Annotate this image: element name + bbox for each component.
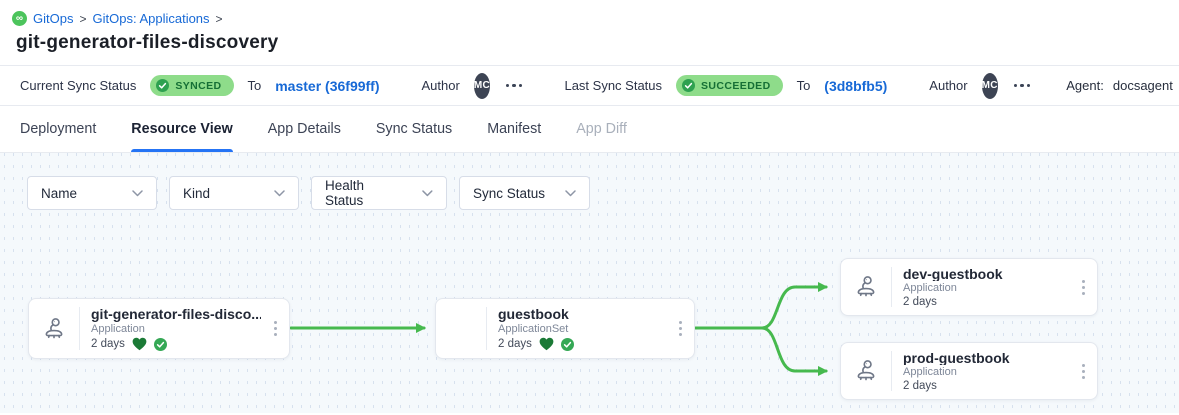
chevron-down-icon (274, 189, 285, 196)
node-age: 2 days (91, 338, 125, 350)
application-icon (841, 259, 891, 315)
agent-info: Agent: docsagent (1066, 78, 1173, 93)
node-dev-guestbook[interactable]: dev-guestbook Application 2 days (840, 258, 1098, 316)
current-more-options-button[interactable] (504, 80, 525, 92)
edge-guestbook-to-dev (694, 281, 829, 330)
tab-sync-status[interactable]: Sync Status (375, 121, 453, 137)
node-guestbook[interactable]: guestbook ApplicationSet 2 days (435, 298, 695, 359)
node-age: 2 days (903, 296, 937, 308)
current-revision-link[interactable]: master (36f99ff) (275, 77, 380, 94)
check-circle-icon (156, 79, 170, 92)
breadcrumb-link-gitops[interactable]: GitOps (33, 11, 74, 26)
node-kind: ApplicationSet (498, 323, 569, 335)
node-divider (891, 267, 892, 307)
filter-kind-dropdown[interactable]: Kind (169, 176, 299, 210)
current-author-label: Author (421, 78, 460, 93)
current-sync-status-label: Current Sync Status (20, 78, 137, 93)
node-divider (486, 307, 487, 350)
health-heart-icon (539, 337, 554, 351)
edge-guestbook-to-prod (694, 326, 829, 377)
node-age: 2 days (903, 380, 937, 392)
application-icon (841, 343, 891, 399)
page-title: git-generator-files-discovery (16, 32, 279, 53)
health-heart-icon (132, 337, 147, 351)
chevron-down-icon (565, 189, 576, 196)
application-icon (29, 299, 79, 358)
tab-app-diff: App Diff (576, 121, 627, 137)
node-menu-button[interactable] (1069, 343, 1097, 399)
filter-health-status-dropdown[interactable]: Health Status (311, 176, 447, 210)
tab-manifest[interactable]: Manifest (487, 121, 542, 137)
chevron-down-icon (422, 189, 433, 196)
tab-app-details[interactable]: App Details (267, 121, 341, 137)
node-age: 2 days (498, 338, 532, 350)
filter-kind-label: Kind (183, 185, 211, 201)
filter-name-label: Name (41, 185, 78, 201)
chevron-down-icon (132, 189, 143, 196)
current-to-label: To (247, 78, 262, 93)
node-title: prod-guestbook (903, 350, 1010, 365)
last-author-avatar[interactable]: MC (981, 72, 998, 99)
tab-resource-view[interactable]: Resource View (131, 106, 234, 152)
node-kind: Application (91, 323, 145, 335)
breadcrumb: ∞ GitOps > GitOps: Applications > (12, 11, 1163, 26)
node-kind: Application (903, 282, 957, 294)
breadcrumb-separator: > (215, 11, 223, 26)
filter-sync-status-label: Sync Status (473, 185, 546, 201)
node-divider (891, 351, 892, 391)
node-kind: Application (903, 366, 957, 378)
current-sync-status-badge-label: SYNCED (175, 79, 222, 92)
node-prod-guestbook[interactable]: prod-guestbook Application 2 days (840, 342, 1098, 400)
tab-deployment[interactable]: Deployment (20, 121, 97, 137)
current-author-avatar[interactable]: MC (473, 72, 490, 99)
gitops-logo-icon: ∞ (12, 11, 27, 26)
synced-check-icon (560, 337, 574, 351)
node-menu-button[interactable] (666, 299, 694, 358)
last-sync-status-badge: SUCCEEDED (676, 75, 783, 96)
last-more-options-button[interactable] (1012, 80, 1033, 92)
filter-name-dropdown[interactable]: Name (27, 176, 157, 210)
last-to-label: To (796, 78, 811, 93)
synced-check-icon (153, 337, 167, 351)
node-title: guestbook (498, 306, 569, 322)
last-author-label: Author (929, 78, 968, 93)
node-menu-button[interactable] (1069, 259, 1097, 315)
last-sync-status-label: Last Sync Status (564, 78, 663, 93)
agent-value: docsagent (1112, 78, 1173, 93)
filter-sync-status-dropdown[interactable]: Sync Status (459, 176, 590, 210)
agent-label: Agent: (1066, 78, 1104, 93)
tab-bar: Deployment Resource View App Details Syn… (0, 106, 1179, 153)
last-revision-link[interactable]: (3d8bfb5) (824, 77, 888, 94)
node-title: git-generator-files-disco... (91, 306, 261, 322)
current-sync-status-badge: SYNCED (150, 75, 234, 96)
check-circle-icon (682, 79, 696, 92)
filter-health-status-label: Health Status (325, 178, 365, 208)
breadcrumb-separator: > (79, 11, 87, 26)
filter-bar: Name Kind Health Status Sync Status (27, 176, 590, 210)
breadcrumb-link-applications[interactable]: GitOps: Applications (92, 11, 210, 26)
node-icon-placeholder (436, 299, 486, 358)
node-git-generator-files-discovery[interactable]: git-generator-files-disco... Application… (28, 298, 290, 359)
node-title: dev-guestbook (903, 266, 1003, 281)
resource-graph-canvas: Name Kind Health Status Sync Status (0, 153, 1179, 413)
node-divider (79, 307, 80, 350)
node-menu-button[interactable] (261, 299, 289, 358)
page-header: ∞ GitOps > GitOps: Applications > git-ge… (0, 0, 1179, 65)
sync-status-bar: Current Sync Status SYNCED To master (36… (0, 65, 1179, 106)
last-sync-status-badge-label: SUCCEEDED (701, 79, 771, 92)
